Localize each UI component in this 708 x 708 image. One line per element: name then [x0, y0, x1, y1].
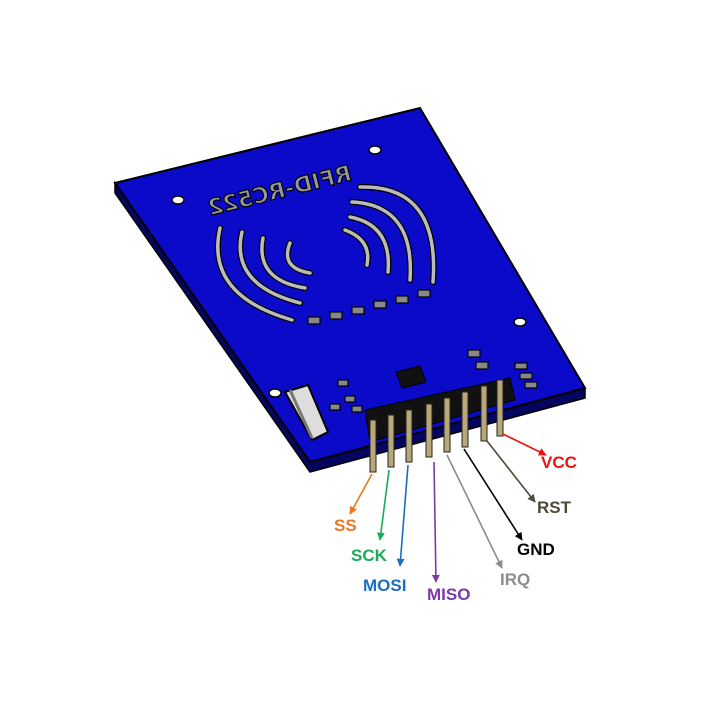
- pin-irq: [443, 397, 451, 453]
- pin-header: [364, 377, 516, 443]
- arrow-irq: [446, 454, 503, 569]
- pin-label-rst: RST: [537, 498, 572, 517]
- rfid-board: RFID-RC522: [113, 106, 587, 473]
- rfid-chip: [395, 365, 427, 389]
- pin-rst: [480, 385, 488, 442]
- arrow-miso: [431, 461, 440, 583]
- pin-label-miso: MISO: [427, 585, 470, 604]
- mounting-holes: [171, 145, 527, 398]
- crystal-oscillator: [283, 383, 330, 442]
- arrow-gnd: [463, 448, 523, 541]
- pin-label-irq: IRQ: [500, 570, 530, 589]
- pin-gnd: [461, 391, 469, 448]
- pin-arrows: [349, 433, 547, 583]
- arrow-vcc: [502, 433, 547, 456]
- pin-vcc: [496, 379, 504, 437]
- arrow-sck: [376, 469, 390, 541]
- smd-components: [307, 289, 538, 413]
- arrow-rst: [486, 440, 536, 503]
- pin-label-sck: SCK: [351, 546, 388, 565]
- pin-label-ss: SS: [334, 516, 357, 535]
- pin-mosi: [405, 409, 413, 463]
- arrow-mosi: [396, 464, 409, 567]
- pin-ss: [369, 419, 377, 473]
- arrow-ss: [349, 473, 373, 515]
- pin-sck: [387, 414, 395, 468]
- pin-miso: [425, 403, 433, 458]
- pin-label-gnd: GND: [517, 540, 555, 559]
- pin-label-vcc: VCC: [541, 453, 577, 472]
- header-pins: [369, 379, 504, 473]
- pin-label-mosi: MOSI: [363, 576, 406, 595]
- pin-labels: SS SCK MOSI MISO IRQ GND RST VCC: [334, 453, 577, 604]
